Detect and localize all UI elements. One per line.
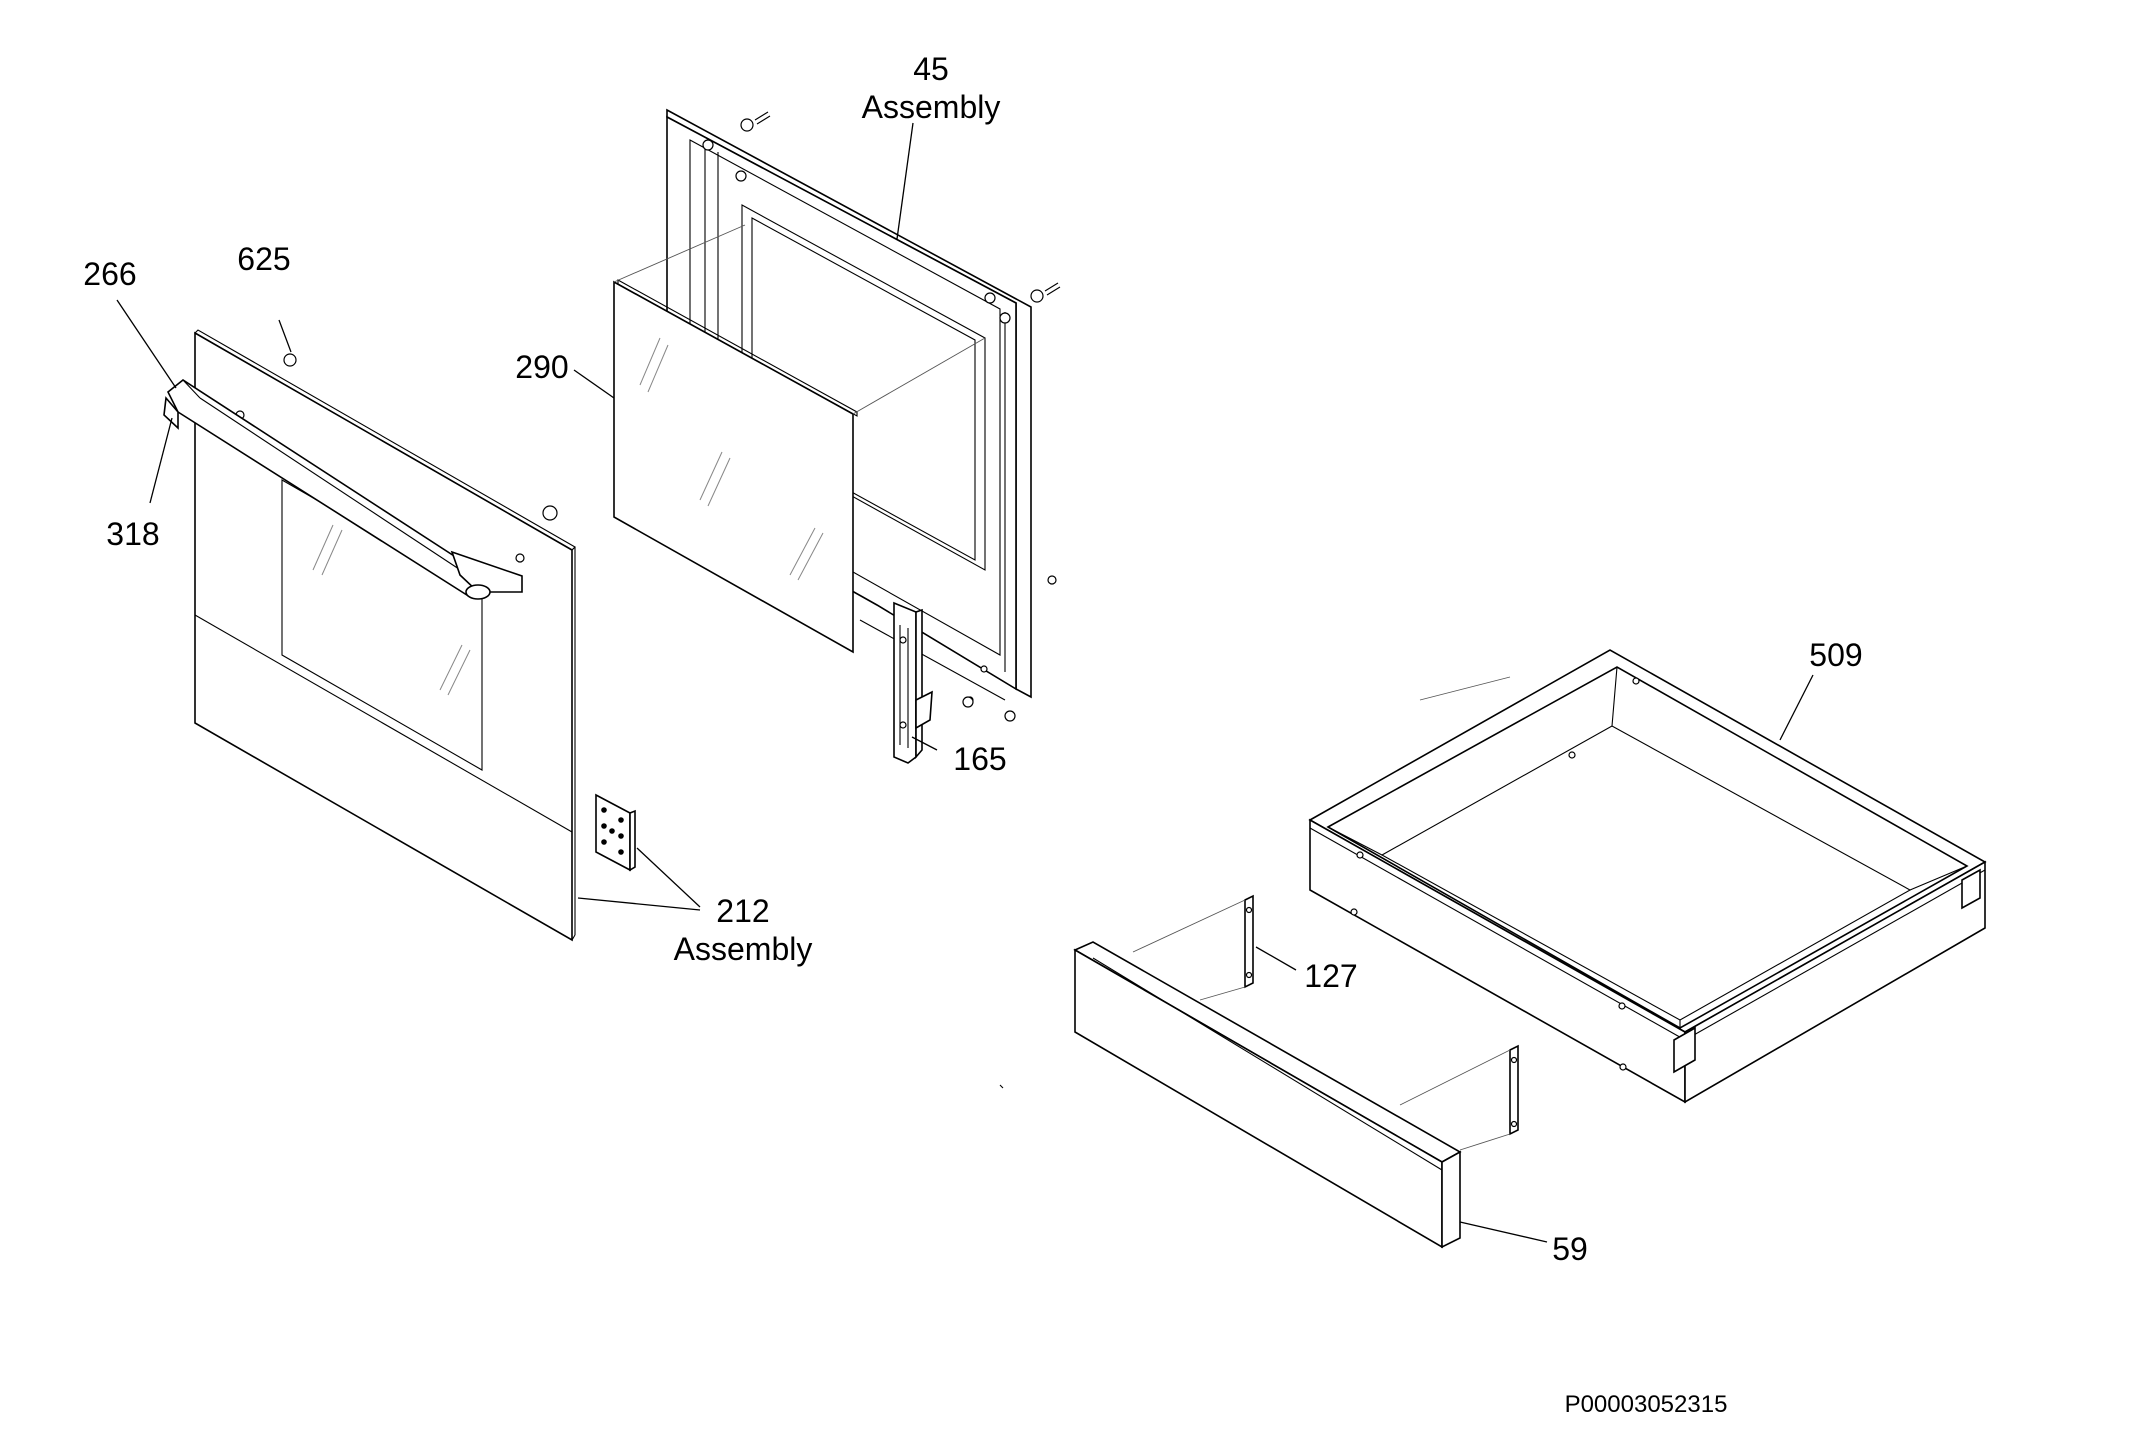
callout-127: 127: [1304, 958, 1357, 994]
callout-45-number: 45: [913, 51, 949, 87]
callout-45-label: Assembly: [862, 89, 1001, 125]
drawer-front: [999, 941, 1462, 1249]
door-hinge: [893, 601, 1016, 764]
glass-panel: [613, 224, 986, 654]
callout-45: 45 Assembly: [862, 51, 1001, 125]
callout-266: 266: [83, 256, 136, 292]
hinge-plate: [595, 793, 636, 872]
screw-top-left: [740, 111, 771, 132]
callout-212-number: 212: [716, 893, 769, 929]
door-handle: [163, 379, 523, 600]
callout-212-label: Assembly: [674, 931, 813, 967]
callout-509: 509: [1809, 637, 1862, 673]
callout-165: 165: [953, 741, 1006, 777]
drawer-box: [1308, 649, 1987, 1104]
callout-59: 59: [1552, 1231, 1588, 1267]
callout-290: 290: [515, 349, 568, 385]
drawer-brackets: [1132, 894, 1519, 1151]
callout-318: 318: [106, 516, 159, 552]
leader-lines: [116, 122, 1814, 1243]
document-code: P00003052315: [1565, 1391, 1728, 1418]
callout-625: 625: [237, 241, 290, 277]
outer-door: [194, 329, 576, 942]
callout-212: 212 Assembly: [674, 893, 813, 967]
screw-top-right: [1030, 282, 1061, 303]
